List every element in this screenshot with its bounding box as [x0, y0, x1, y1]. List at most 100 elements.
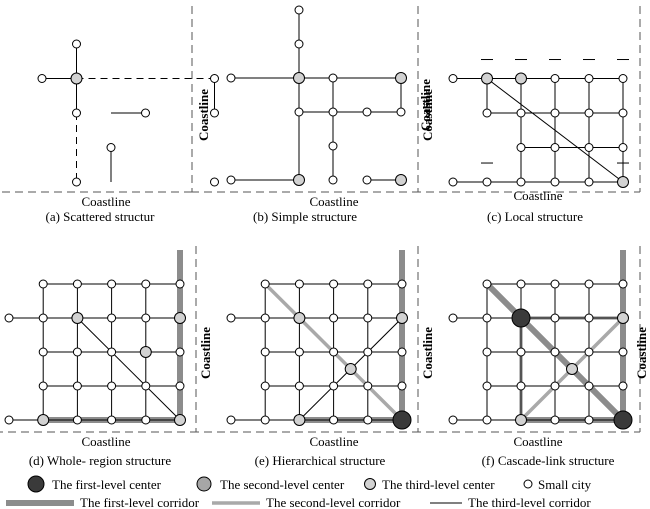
small-city-node: [107, 279, 117, 289]
small-city-node: [107, 313, 117, 323]
second-level-corridor: [519, 367, 574, 422]
small-city-node: [72, 347, 82, 357]
legend-second-center-label: The second-level center: [220, 477, 345, 492]
small-city-node: [141, 108, 150, 118]
small-city-node: [37, 74, 47, 83]
small-city-node: [618, 279, 628, 289]
small-city-node: [328, 107, 338, 117]
small-city-node: [448, 415, 458, 425]
small-city-node: [107, 415, 117, 425]
third-level-center-node: [71, 312, 84, 324]
first-level-center-node: [613, 410, 633, 430]
third-level-center-node: [515, 72, 527, 85]
small-city-node: [618, 381, 628, 391]
third-level-corridor: [77, 317, 181, 421]
coastline-label-horizontal: Coastline: [81, 434, 130, 449]
small-city-node: [618, 347, 628, 357]
legend-third-center-swatch: [364, 478, 376, 490]
small-city-node: [226, 313, 236, 323]
small-city-node: [516, 381, 526, 391]
small-city-node: [584, 74, 594, 83]
small-city-node: [38, 381, 48, 391]
panel-caption: (f) Cascade-link structure: [482, 453, 615, 468]
coastline-label-horizontal: Coastline: [81, 194, 130, 209]
small-city-node: [482, 177, 492, 187]
small-city-node: [210, 74, 219, 83]
third-level-center-node: [174, 312, 186, 324]
legend-third-center-label: The third-level center: [382, 477, 495, 492]
panel-caption: (b) Simple structure: [253, 209, 357, 224]
small-city-node: [260, 279, 270, 289]
small-city-node: [363, 313, 373, 323]
small-city-node: [226, 73, 236, 83]
small-city-node: [362, 107, 372, 117]
small-city-node: [550, 347, 560, 357]
panel-caption: (d) Whole- region structure: [29, 453, 172, 468]
small-city-node: [210, 108, 219, 118]
small-city-node: [72, 108, 81, 118]
small-city-node: [516, 143, 526, 152]
small-city-node: [363, 381, 373, 391]
small-city-node: [550, 415, 560, 425]
small-city-node: [363, 415, 373, 425]
panel-caption: (e) Hierarchical structure: [255, 453, 386, 468]
coastline-label-horizontal: Coastline: [513, 188, 562, 203]
small-city-node: [294, 5, 304, 15]
small-city-node: [448, 177, 458, 187]
small-city-node: [175, 279, 185, 289]
small-city-node: [584, 279, 594, 289]
third-level-center-node: [617, 312, 629, 324]
coastline-label-vertical: Coastline: [420, 89, 435, 141]
small-city-node: [72, 39, 81, 49]
small-city-node: [226, 415, 236, 425]
panel-e: Coastline Coastline (e) Hierarchical struc…: [191, 246, 435, 468]
small-city-node: [584, 381, 594, 391]
small-city-node: [141, 279, 151, 289]
first-level-center-node: [392, 410, 412, 430]
small-city-node: [550, 177, 560, 187]
small-city-node: [516, 279, 526, 289]
small-city-node: [329, 313, 339, 323]
small-city-node: [72, 415, 82, 425]
legend-second-corridor-label: The second-level corridor: [266, 495, 401, 509]
small-city-node: [482, 313, 492, 323]
small-city-node: [363, 347, 373, 357]
coastline-label-vertical: Coastline: [634, 327, 649, 379]
small-city-node: [107, 347, 117, 357]
small-city-node: [107, 381, 117, 391]
small-city-node: [294, 279, 304, 289]
legend-first-center-label: The first-level center: [52, 477, 162, 492]
small-city-node: [516, 347, 526, 357]
small-city-node: [363, 279, 373, 289]
coastline-label-vertical: Coastline: [418, 79, 433, 131]
legend-small-city-swatch: [523, 479, 533, 489]
third-level-center-node: [70, 72, 83, 85]
small-city-node: [294, 39, 304, 49]
small-city-node: [328, 73, 338, 83]
third-level-corridor: [299, 368, 352, 421]
third-level-center-node: [566, 363, 578, 375]
legend: The first-level center The second-level …: [6, 475, 592, 509]
small-city-node: [329, 347, 339, 357]
small-city-node: [4, 415, 14, 425]
small-city-node: [584, 108, 594, 118]
third-level-center-node: [139, 346, 152, 358]
small-city-node: [482, 347, 492, 357]
small-city-node: [260, 415, 270, 425]
third-level-center-node: [37, 414, 50, 426]
coastline-label-vertical: Coastline: [420, 327, 435, 379]
third-level-center-node: [395, 72, 407, 84]
third-level-center-node: [395, 174, 407, 186]
small-city-node: [550, 381, 560, 391]
small-city-node: [294, 347, 304, 357]
small-city-node: [72, 177, 81, 187]
coastline-label-vertical: Coastline: [198, 327, 213, 379]
small-city-node: [38, 347, 48, 357]
small-city-node: [397, 381, 407, 391]
small-city-node: [106, 143, 116, 152]
